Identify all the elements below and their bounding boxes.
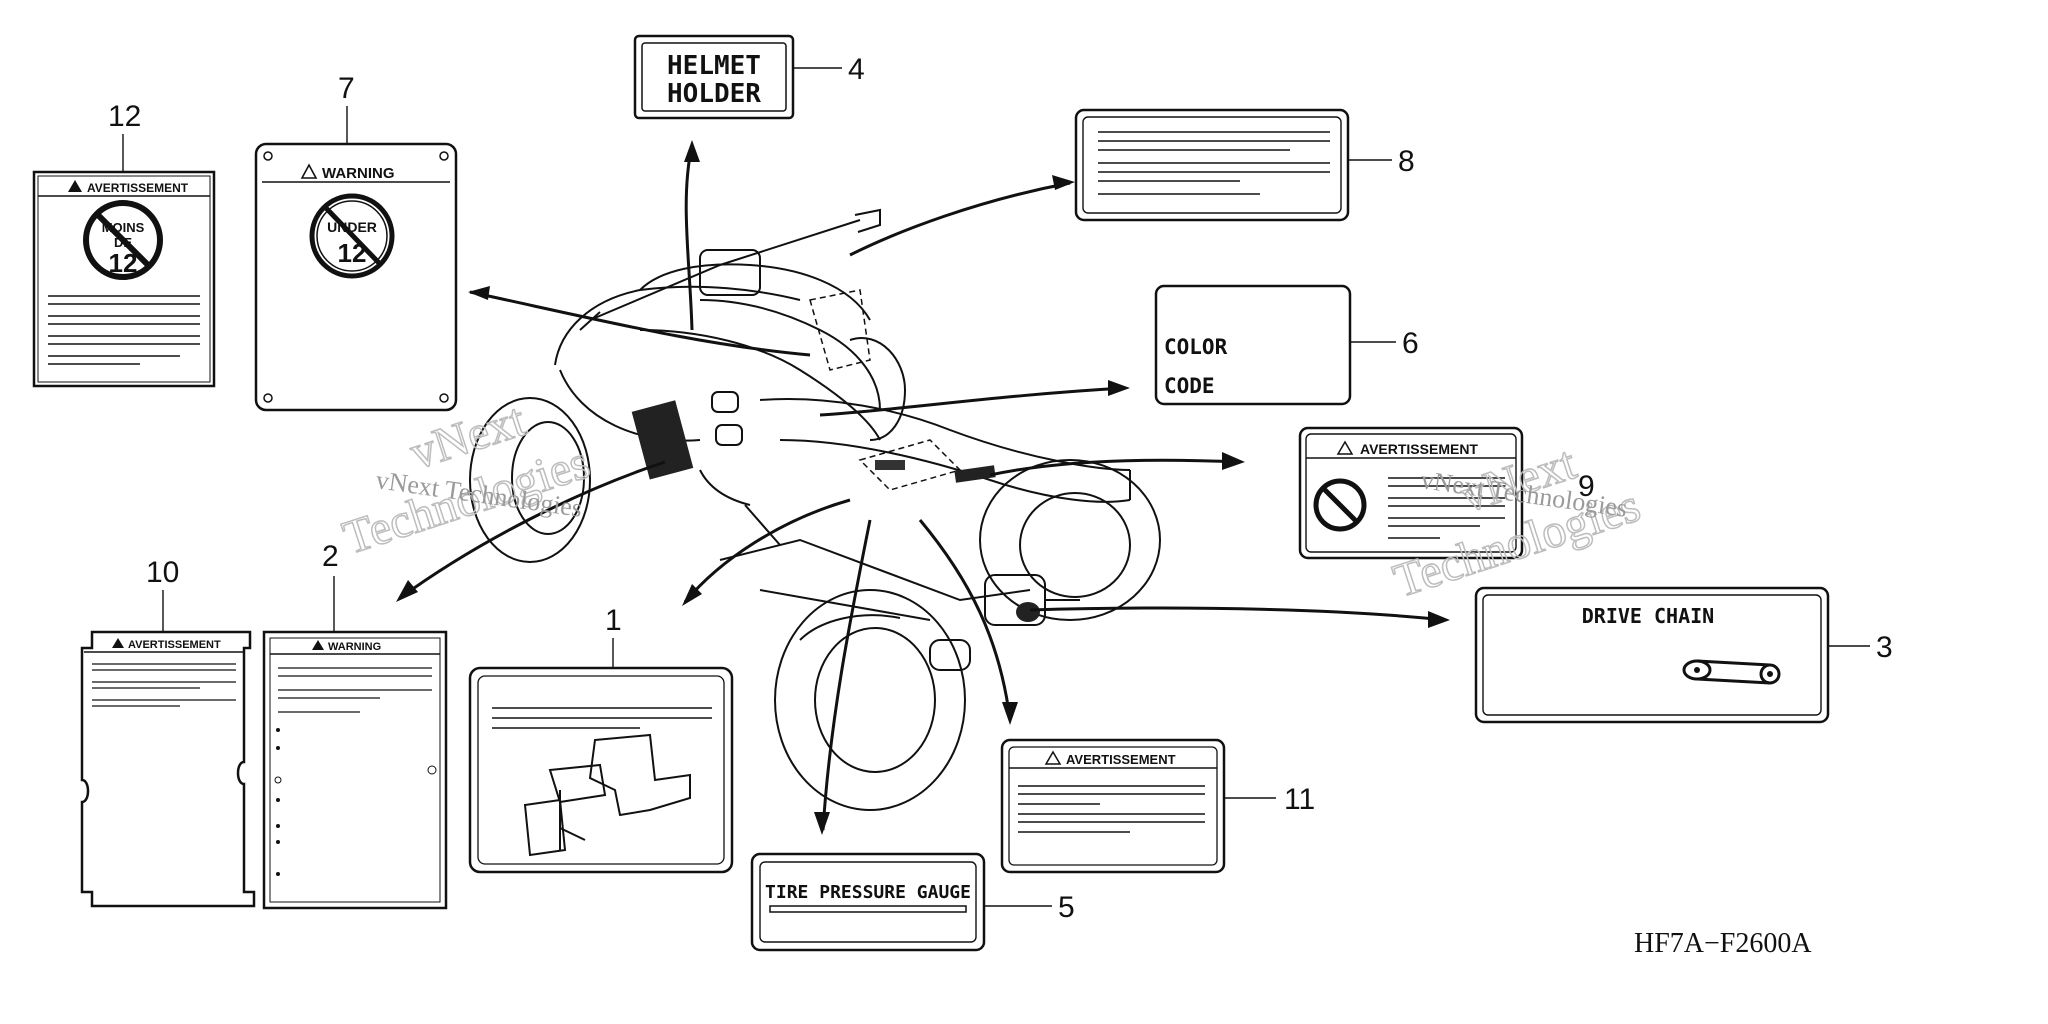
callout-11: 11 bbox=[1284, 783, 1315, 816]
label-under-12: 7 WARNING UNDER 12 bbox=[254, 72, 458, 412]
atv-illustration bbox=[469, 208, 1161, 811]
callout-9: 9 bbox=[1578, 470, 1595, 503]
avertissement-text-10: AVERTISSEMENT bbox=[128, 639, 221, 651]
callout-7: 7 bbox=[338, 72, 355, 105]
label-avertissement-11: AVERTISSEMENT 11 bbox=[1000, 738, 1315, 874]
label-drive-chain: DRIVE CHAIN 3 bbox=[1474, 586, 1893, 724]
callout-6: 6 bbox=[1402, 327, 1419, 360]
warning-text-2: WARNING bbox=[328, 641, 381, 653]
callout-12: 12 bbox=[108, 100, 141, 133]
drive-chain-text: DRIVE CHAIN bbox=[1582, 604, 1714, 628]
label-avertissement-9: AVERTISSEMENT 9 bbox=[1298, 426, 1595, 560]
leader-arrows bbox=[396, 140, 1450, 835]
tire-pressure-text: TIRE PRESSURE GAUGE bbox=[765, 882, 971, 903]
label-engine-1: 1 bbox=[468, 604, 734, 874]
helmet-text-line2: HOLDER bbox=[667, 79, 761, 109]
warning-text-7: WARNING bbox=[322, 165, 395, 182]
avertissement-text-9: AVERTISSEMENT bbox=[1360, 441, 1478, 457]
label-warning-2: 2 WARNING bbox=[262, 540, 448, 910]
label-tire-pressure: TIRE PRESSURE GAUGE 5 bbox=[750, 852, 1075, 952]
label-moins-de-12: 12 AVERTISSEMENT MOINS DE 12 bbox=[32, 100, 216, 388]
callout-3: 3 bbox=[1876, 631, 1893, 664]
label-avertissement-10: 10 AVERTISSEMENT bbox=[80, 556, 256, 908]
callout-2: 2 bbox=[322, 540, 339, 573]
callout-4: 4 bbox=[848, 53, 865, 86]
avertissement-text-12: AVERTISSEMENT bbox=[87, 181, 189, 195]
callout-1: 1 bbox=[605, 604, 622, 637]
label-color-code: COLOR CODE 6 bbox=[1154, 284, 1419, 406]
callout-8: 8 bbox=[1398, 145, 1415, 178]
avertissement-text-11: AVERTISSEMENT bbox=[1066, 752, 1176, 767]
label-helmet-holder: HELMET HOLDER 4 bbox=[633, 34, 865, 120]
engine-icon bbox=[523, 733, 691, 857]
callout-10: 10 bbox=[146, 556, 179, 589]
callout-5: 5 bbox=[1058, 891, 1075, 924]
chain-icon bbox=[1682, 659, 1781, 685]
color-text: COLOR bbox=[1164, 335, 1228, 359]
code-text: CODE bbox=[1164, 374, 1215, 398]
helmet-text-line1: HELMET bbox=[667, 51, 761, 81]
label-info-8: 8 bbox=[1074, 108, 1415, 222]
diagram-code: HF7A−F2600A bbox=[1634, 928, 1812, 959]
